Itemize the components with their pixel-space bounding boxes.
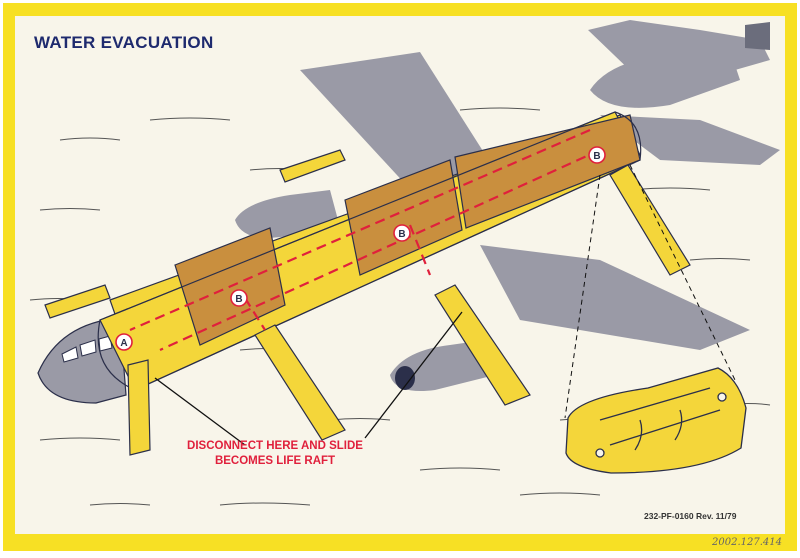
exit-markers: A B B B: [115, 146, 606, 351]
slide-left-1: [44, 284, 111, 319]
aircraft-body: [235, 20, 780, 391]
exit-marker-b1: [230, 289, 248, 307]
fuselage-outline: [97, 111, 642, 391]
exit-label-b1: B: [235, 294, 242, 305]
card-title: WATER EVACUATION: [34, 33, 214, 52]
left-engine: [235, 190, 338, 238]
tail-exhaust: [745, 22, 770, 50]
evacuation-arrows: [129, 128, 601, 352]
engine-inlet: [395, 366, 415, 390]
accession-number: 2002.127.414: [712, 537, 782, 548]
life-raft-inset: [565, 367, 747, 474]
exit-marker-a: [115, 333, 133, 351]
exit-marker-b2: [393, 224, 411, 242]
right-engine: [390, 340, 495, 391]
raft-instruction-line2: BECOMES LIFE RAFT: [214, 455, 336, 467]
exit-label-a: A: [120, 338, 127, 349]
exit-marker-b3: [588, 146, 606, 164]
slide-door-2: [254, 324, 346, 441]
raft-instruction-line1: DISCONNECT HERE AND SLIDE: [187, 440, 363, 452]
raft-projection-lines: [564, 164, 736, 419]
right-wing: [480, 245, 750, 350]
slide-left-2: [279, 149, 346, 183]
pointer-lines: [154, 311, 463, 446]
raft-instruction: DISCONNECT HERE AND SLIDE BECOMES LIFE R…: [175, 439, 375, 469]
cabin-cutaway: [97, 111, 642, 391]
cockpit-windows: [61, 335, 113, 363]
slide-door-a: [127, 359, 151, 456]
life-raft: [565, 367, 747, 474]
exit-label-b2: B: [398, 229, 405, 240]
tail-engine: [590, 50, 740, 108]
cabin-zone-2: [344, 159, 463, 276]
tail-stabilizer: [600, 115, 780, 165]
slide-door-3: [434, 284, 531, 406]
form-code: 232-PF-0160 Rev. 11/79: [644, 511, 737, 521]
exit-label-b3: B: [593, 151, 600, 162]
